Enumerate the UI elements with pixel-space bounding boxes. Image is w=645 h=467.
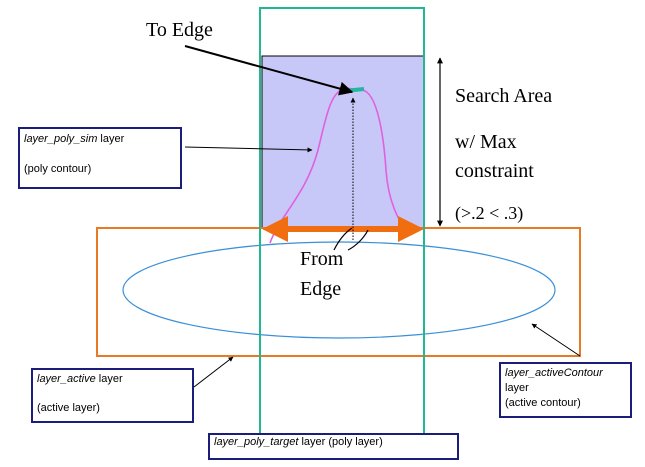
- poly-sim-layer-desc: (poly contour): [24, 163, 92, 175]
- poly-sim-layer-name: layer_poly_sim: [24, 133, 98, 145]
- active-legend-box: layer_active layer (active layer): [31, 368, 194, 423]
- search-area-label: Search Area: [455, 85, 553, 107]
- from-edge-arrow: [262, 216, 424, 242]
- active-contour-layer-desc: (active contour): [505, 397, 581, 409]
- active-contour-layer-name: layer_activeContour: [505, 367, 603, 379]
- poly-target-layer-name: layer_poly_target: [214, 436, 299, 448]
- constraint-range-label: (>.2 < .3): [455, 203, 524, 223]
- poly-sim-callout: [184, 146, 313, 153]
- max-constraint-label-line1: w/ Max: [455, 131, 517, 153]
- active-layer-name: layer_active: [37, 373, 96, 385]
- active-layer-desc: (active layer): [37, 402, 100, 414]
- search-area-region: [261, 55, 425, 229]
- from-edge-label-line2: Edge: [300, 278, 342, 300]
- active-contour-legend-box: layer_activeContour layer (active contou…: [499, 362, 632, 418]
- from-edge-pointer-a: [333, 227, 353, 251]
- to-edge-label: To Edge: [146, 19, 213, 41]
- active-layer-suffix: layer: [95, 373, 123, 385]
- from-edge-pointer-b: [347, 229, 369, 251]
- poly-target-legend-box: layer_poly_target layer (poly layer): [208, 433, 459, 460]
- poly-target-layer-suffix: layer (poly layer): [298, 436, 383, 448]
- active-contour-layer-line2: layer: [505, 382, 529, 394]
- poly-sim-legend-box: layer_poly_sim layer (poly contour): [18, 127, 182, 189]
- from-edge-label-line1: From: [300, 248, 344, 270]
- active-contour-callout: [531, 323, 581, 357]
- active-callout: [193, 356, 234, 388]
- to-edge-pointer: [184, 45, 354, 96]
- max-constraint-label-line2: constraint: [455, 160, 534, 182]
- poly-sim-layer-suffix: layer: [97, 133, 125, 145]
